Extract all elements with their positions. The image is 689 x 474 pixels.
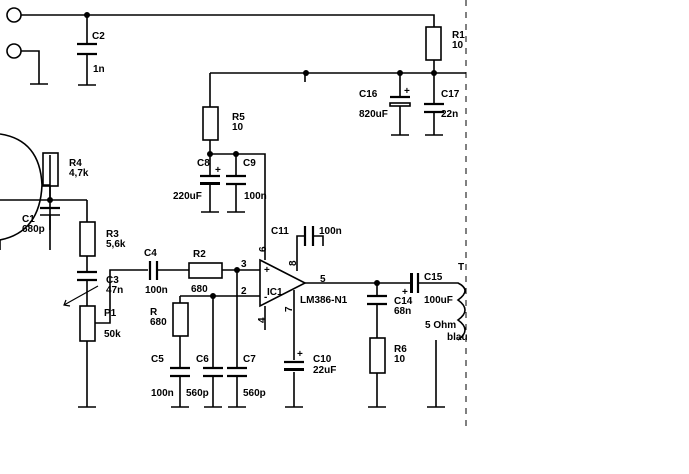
pin-2-label: 2 <box>241 286 247 297</box>
C5-value: 100n <box>151 388 174 399</box>
R3-value: 5,6k <box>106 239 126 250</box>
C9-value: 100n <box>244 191 267 202</box>
resistor-R5: R5 10 <box>202 73 245 154</box>
C16-value: 820uF <box>359 109 388 120</box>
C17-value: 22n <box>441 109 458 120</box>
capacitor-C16: + C16 820uF <box>359 73 411 136</box>
capacitor-C15: + C15 100uF <box>402 272 453 306</box>
C8-ref: C8 <box>197 158 210 169</box>
C14-value: 68n <box>394 306 411 317</box>
ic1-lm386: + - IC1 LM386-N1 3 2 6 8 5 4 7 <box>241 246 348 323</box>
input-jack-bottom <box>6 43 22 59</box>
C2-value: 1n <box>93 64 105 75</box>
capacitor-C4: C4 100n <box>144 248 189 296</box>
capacitor-C3: C3 47n <box>77 270 123 306</box>
C15-plus: + <box>402 287 408 298</box>
C8-plus: + <box>215 165 221 176</box>
R5-ref: R5 <box>232 112 245 123</box>
C1-value: 680p <box>22 224 45 235</box>
pin-3-label: 3 <box>241 259 247 270</box>
C3-value: 47n <box>106 285 123 296</box>
R2-value: 680 <box>191 284 208 295</box>
capacitor-C2: C2 1n <box>77 12 105 86</box>
IC1-ref: IC1 <box>267 287 283 298</box>
capacitor-C1: C1 680p <box>0 197 87 250</box>
R680-value: 680 <box>150 317 167 328</box>
capacitor-C8: + C8 220uF <box>173 154 221 213</box>
resistor-R1: R1 10 <box>425 26 465 61</box>
ic1-minus-sign: - <box>264 292 267 303</box>
input-jacks <box>6 7 48 85</box>
R6-ref: R6 <box>394 344 407 355</box>
second-supply-rail <box>210 72 466 82</box>
C11-value: 100n <box>319 226 342 237</box>
C7-value: 560p <box>243 388 266 399</box>
C7-ref: C7 <box>243 354 256 365</box>
resistor-680-vertical: R 680 <box>150 302 189 337</box>
C16-ref: C16 <box>359 89 378 100</box>
capacitor-C6: C6 560p <box>186 296 223 408</box>
C10-value: 22uF <box>313 365 336 376</box>
R6-value: 10 <box>394 354 406 365</box>
capacitor-C5: C5 100n <box>151 354 190 408</box>
C8-value: 220uF <box>173 191 202 202</box>
capacitor-C7: C7 560p <box>227 270 266 408</box>
C2-ref: C2 <box>92 31 105 42</box>
pickup-coil <box>0 133 43 241</box>
C1-ref: C1 <box>22 214 35 225</box>
capacitor-C9: C9 100n <box>226 154 267 213</box>
C11-ref: C11 <box>271 226 289 237</box>
pin6-supply-wire <box>210 153 266 260</box>
potentiometer-P1: P1 50k <box>63 269 148 408</box>
pin-7-label: 7 <box>284 306 295 312</box>
pin-4-label: 4 <box>257 317 268 323</box>
speaker-partial-label: T <box>458 262 464 273</box>
R5-value: 10 <box>232 122 244 133</box>
IC1-value: LM386-N1 <box>300 295 348 306</box>
C16-plus: + <box>404 86 410 97</box>
R1-value: 10 <box>452 40 464 51</box>
pin-5-label: 5 <box>320 274 326 285</box>
ic1-plus-sign: + <box>264 265 270 276</box>
C6-value: 560p <box>186 388 209 399</box>
capacitor-C14: C14 68n <box>367 283 413 338</box>
C15-ref: C15 <box>424 272 443 283</box>
C9-ref: C9 <box>243 158 256 169</box>
speaker-wire-color: blau <box>447 332 468 343</box>
R4-ref: R4 <box>69 158 82 169</box>
R1-ref: R1 <box>452 30 465 41</box>
R2-ref: R2 <box>193 249 206 260</box>
resistor-R3: R3 5,6k <box>79 200 126 272</box>
C14-ref: C14 <box>394 296 413 307</box>
C10-ref: C10 <box>313 354 332 365</box>
P1-value: 50k <box>104 329 121 340</box>
C10-plus: + <box>297 349 303 360</box>
R680-ref: R <box>150 307 158 318</box>
R4-value: 4,7k <box>69 168 89 179</box>
C4-value: 100n <box>145 285 168 296</box>
C15-value: 100uF <box>424 295 453 306</box>
pin-6-label: 6 <box>258 246 269 252</box>
capacitor-C10: + C10 22uF <box>284 290 336 408</box>
input-jack-top <box>6 7 22 23</box>
C6-ref: C6 <box>196 354 209 365</box>
capacitor-C17: C17 22n <box>424 89 460 136</box>
jack-ground-wire <box>21 50 48 85</box>
capacitor-C11: C11 100n <box>271 226 342 271</box>
C17-ref: C17 <box>441 89 460 100</box>
resistor-R6: R6 10 <box>368 337 407 408</box>
R3-ref: R3 <box>106 229 119 240</box>
speaker-impedance: 5 Ohm <box>425 320 456 331</box>
pin-8-label: 8 <box>288 260 299 266</box>
resistor-R2: R2 680 <box>188 249 260 295</box>
C4-ref: C4 <box>144 248 157 259</box>
C3-ref: C3 <box>106 275 119 286</box>
speaker-coil: T 5 Ohm blau <box>425 262 468 408</box>
P1-ref: P1 <box>104 308 117 319</box>
C5-ref: C5 <box>151 354 164 365</box>
